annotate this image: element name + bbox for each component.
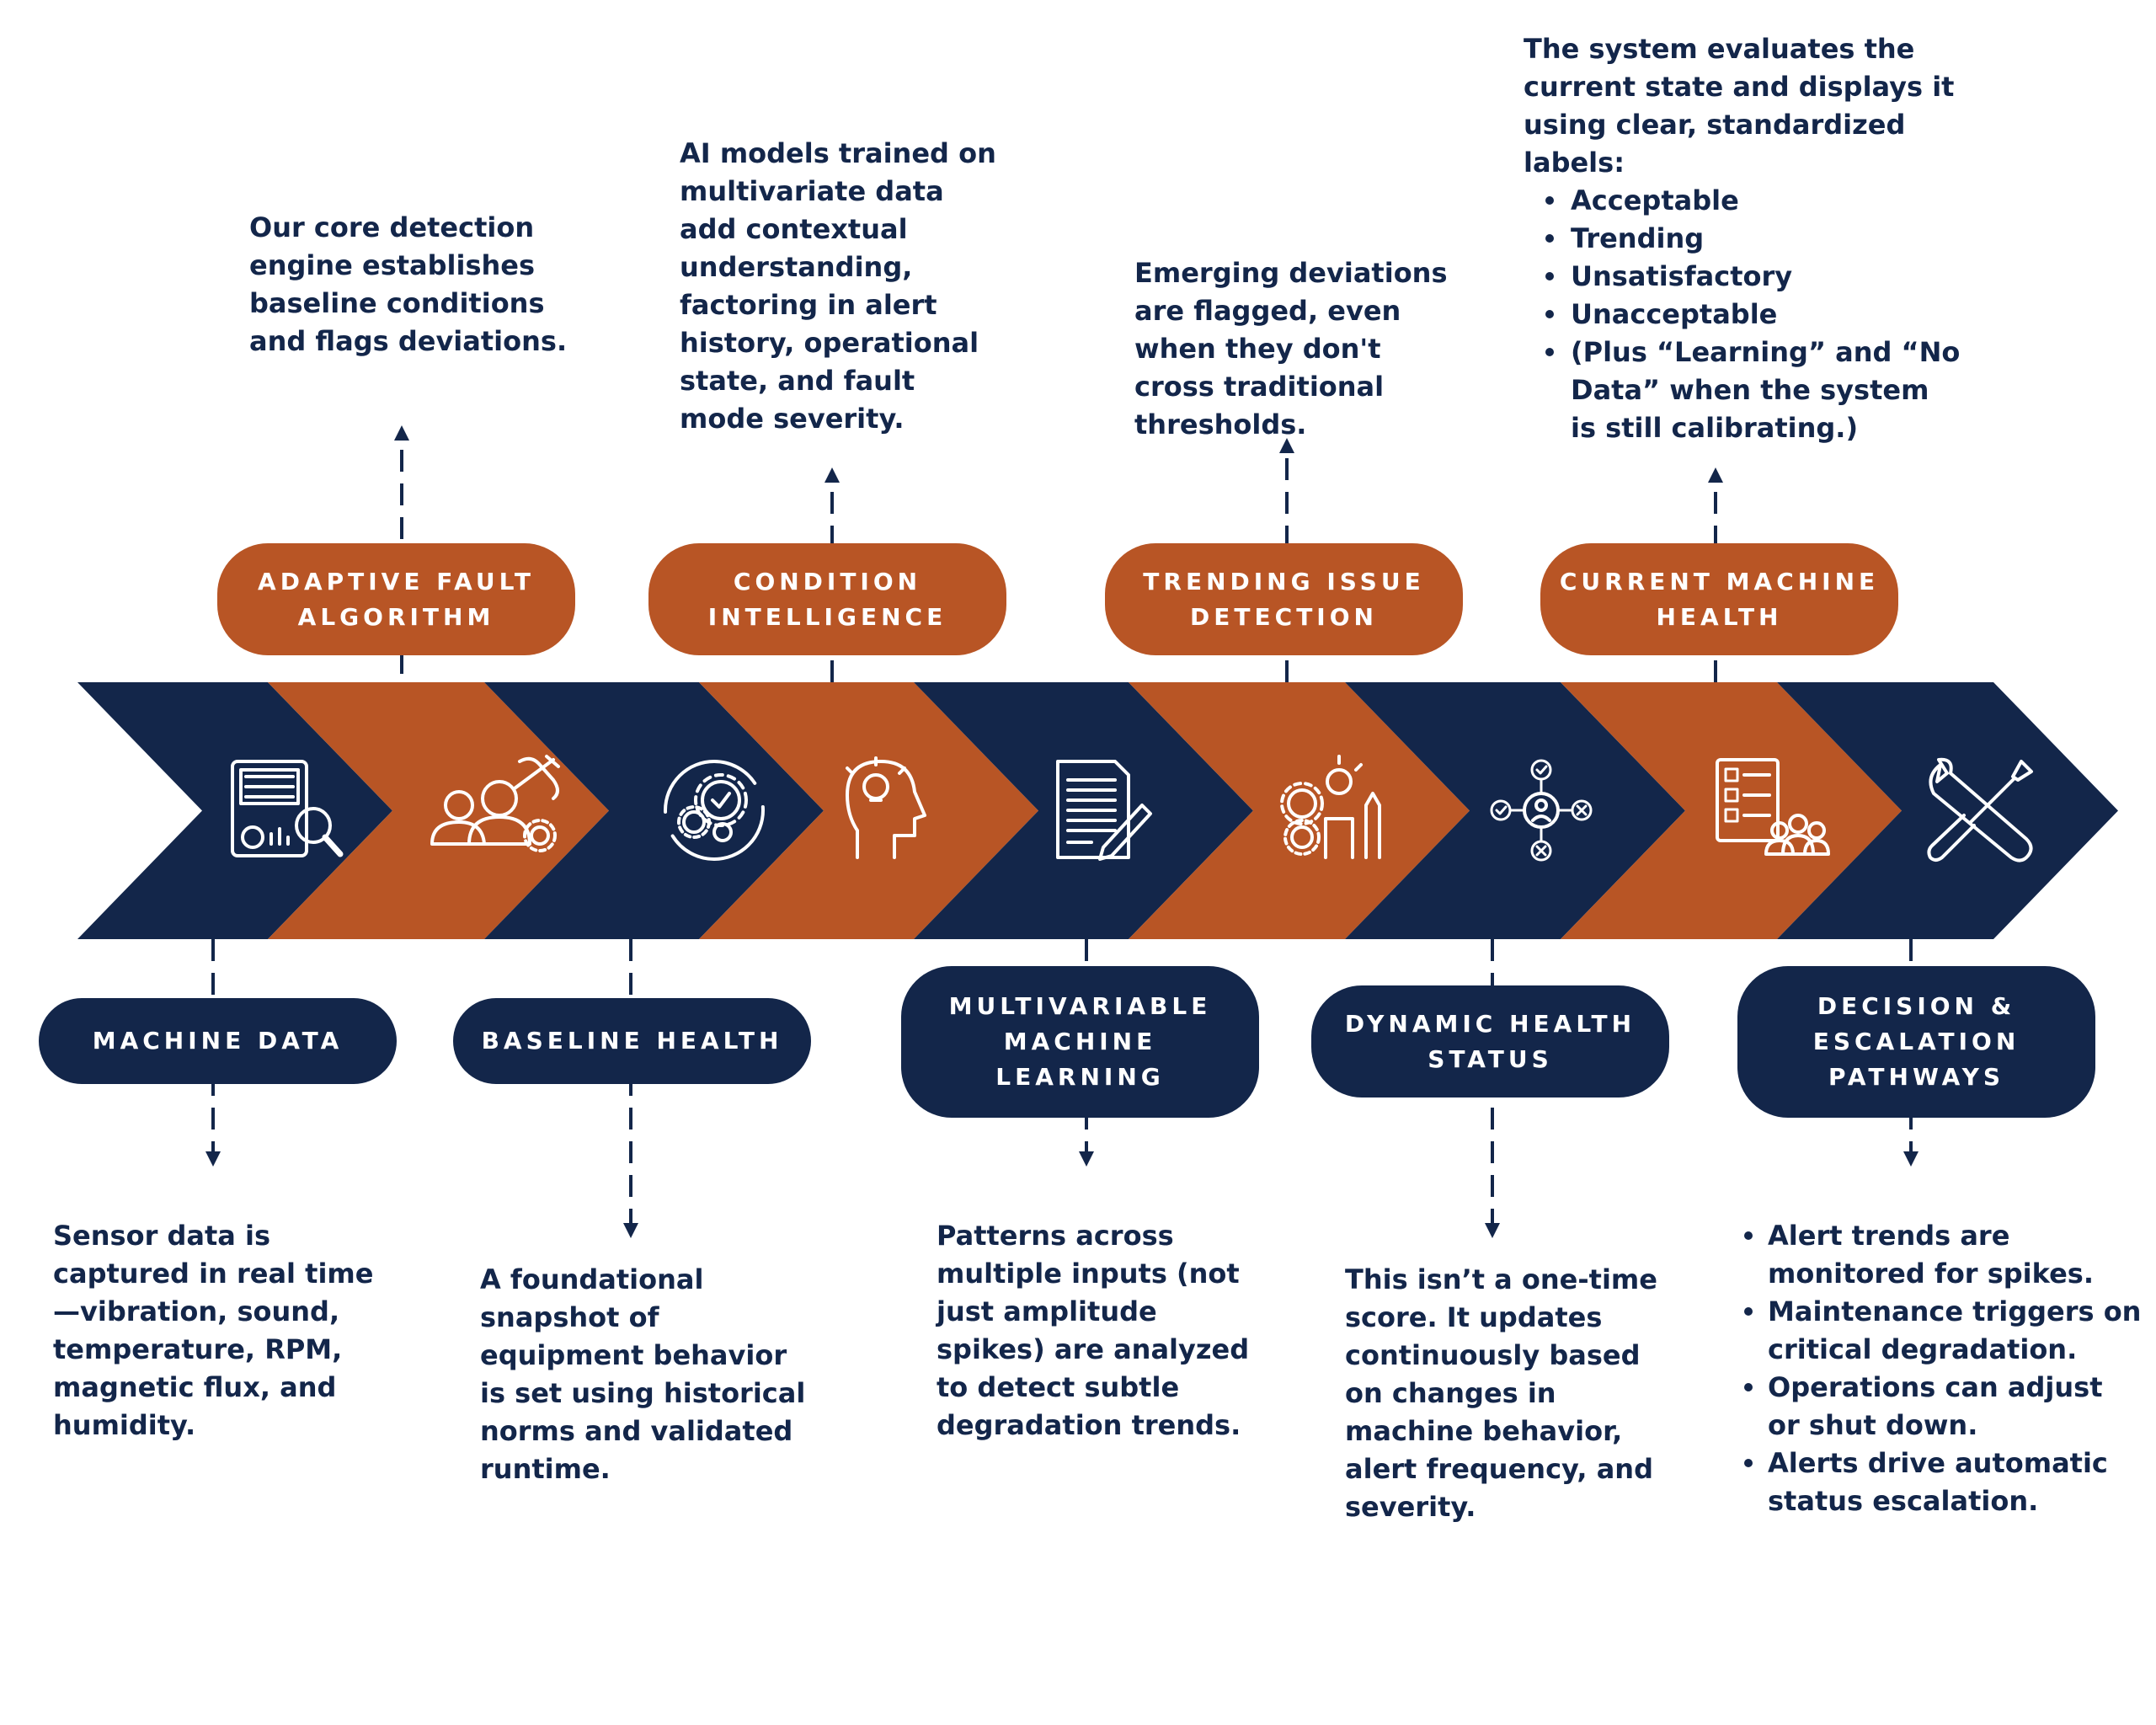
stage-bullet-item: Alerts drive automatic status escalation… [1744,1445,2142,1520]
team-tools-icon [430,755,560,852]
report-search-icon [231,760,344,857]
gears-check-icon [664,760,765,861]
stage-pill-7: DYNAMIC HEALTH STATUS [1311,985,1669,1097]
stage-pill-3: BASELINE HEALTH [453,998,811,1084]
head-lightbulb-icon [846,756,926,859]
document-pen-icon [1056,760,1152,861]
stage-description-text: Our core detection engine establishes ba… [249,211,568,357]
stage-pill-5: MULTIVARIABLE MACHINE LEARNING [901,966,1259,1118]
stage-description-text: Emerging deviations are flagged, even wh… [1134,257,1448,441]
gears-lightbulb-icon [1280,755,1381,859]
checklist-team-icon [1716,758,1830,856]
stage-description-7: This isn’t a one-time score. It updates … [1345,1261,1673,1526]
connector-8 [1708,467,1723,682]
wrench-screwdriver-icon [1927,757,2033,862]
stage-description-text: Sensor data is captured in real time —vi… [53,1220,374,1441]
stage-pill-6: TRENDING ISSUE DETECTION [1105,543,1463,655]
stage-description-text: A foundational snapshot of equipment beh… [480,1263,806,1485]
chevron-9 [1777,682,2118,939]
chevron-arrows [77,682,2118,939]
stage-description-2: Our core detection engine establishes ba… [249,209,578,360]
stage-pill-8: CURRENT MACHINE HEALTH [1540,543,1898,655]
stage-bullet-item: Operations can adjust or shut down. [1744,1369,2142,1445]
chevron-1 [77,682,392,939]
stage-description-3: A foundational snapshot of equipment beh… [480,1261,808,1488]
stage-description-text: Patterns across multiple inputs (not jus… [937,1220,1250,1441]
stage-bullet-item: Acceptable [1545,182,1961,220]
stage-description-9: Alert trends are monitored for spikes.Ma… [1737,1217,2142,1520]
stage-description-text: This isn’t a one-time score. It updates … [1345,1263,1657,1523]
stage-description-1: Sensor data is captured in real time —vi… [53,1217,382,1445]
stage-description-5: Patterns across multiple inputs (not jus… [937,1217,1265,1445]
chevron-2 [268,682,609,939]
connector-4 [825,467,840,682]
stage-pill-4: CONDITION INTELLIGENCE [648,543,1006,655]
stage-pill-9: DECISION & ESCALATION PATHWAYS [1737,966,2095,1118]
stage-icons [231,755,2033,862]
stage-pill-1: MACHINE DATA [39,998,397,1084]
stage-description-text: The system evaluates the current state a… [1524,33,1955,179]
stage-pill-2: ADAPTIVE FAULT ALGORITHM [217,543,575,655]
person-decision-icon [1490,759,1593,862]
stage-bullet-item: Alert trends are monitored for spikes. [1744,1217,2142,1293]
stage-description-6: Emerging deviations are flagged, even wh… [1134,254,1463,444]
stage-bullet-item: Unsatisfactory [1545,258,1961,296]
stage-bullet-item: Trending [1545,220,1961,258]
stage-bullet-item: Maintenance triggers on critical degrada… [1744,1293,2142,1369]
chevron-4 [699,682,1038,939]
stage-description-4: AI models trained on multivariate data a… [680,135,1008,438]
stage-bullet-item: (Plus “Learning” and “No Data” when the … [1545,334,1961,447]
chevron-3 [484,682,824,939]
chevron-6 [1129,682,1470,939]
connector-3 [623,939,638,1238]
stage-description-text: AI models trained on multivariate data a… [680,137,996,435]
stage-description-8: The system evaluates the current state a… [1524,30,1961,447]
stage-bullet-item: Unacceptable [1545,296,1961,334]
stage-bullet-list: Alert trends are monitored for spikes.Ma… [1737,1217,2142,1520]
